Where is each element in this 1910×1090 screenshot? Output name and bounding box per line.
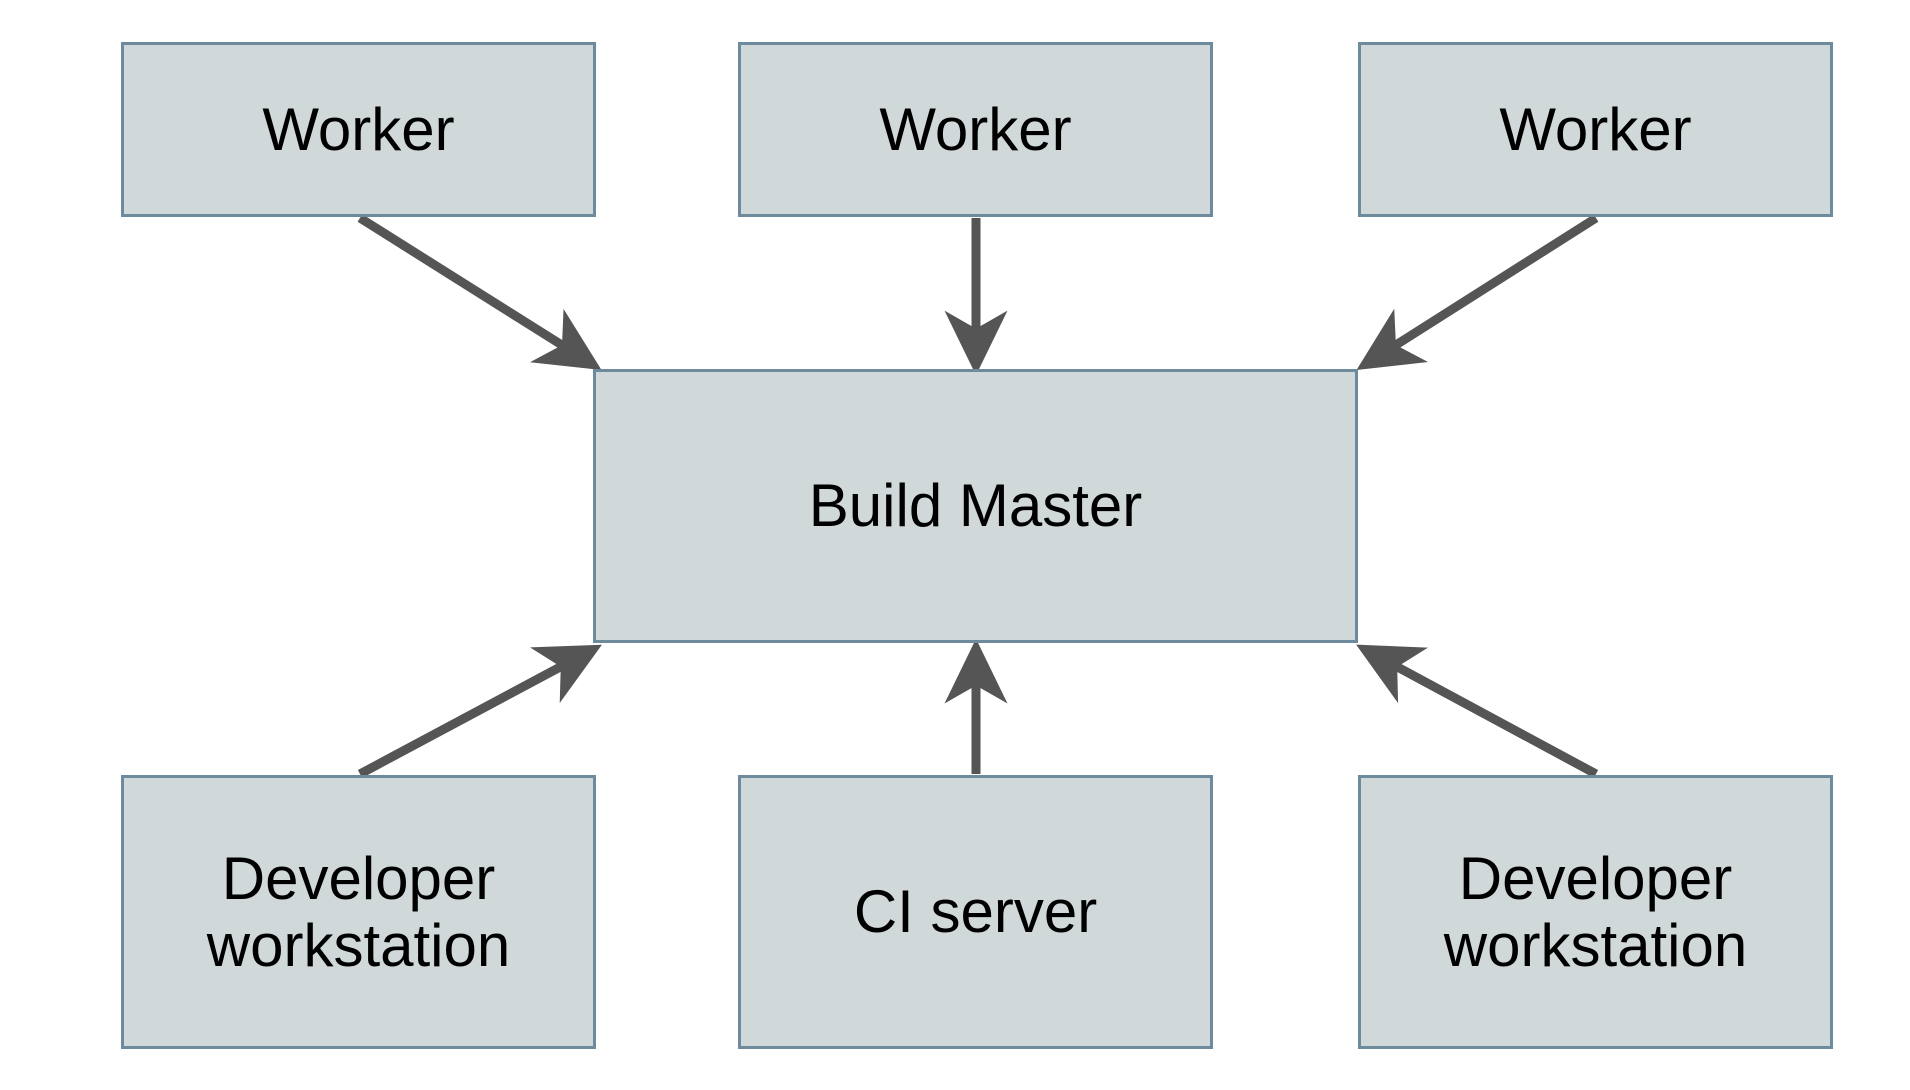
edge-dev-right-to-build-master (1356, 644, 1599, 778)
node-developer-workstation-right[interactable]: Developer workstation (1358, 775, 1833, 1049)
node-ci-server[interactable]: CI server (738, 775, 1213, 1049)
node-worker-3[interactable]: Worker (1358, 42, 1833, 217)
node-label: Build Master (808, 472, 1143, 540)
node-label: Worker (879, 95, 1072, 163)
node-label: Worker (1499, 95, 1692, 163)
edge-worker-3-to-build-master (1356, 214, 1599, 371)
node-build-master[interactable]: Build Master (593, 369, 1358, 643)
node-worker-2[interactable]: Worker (738, 42, 1213, 217)
node-developer-workstation-left[interactable]: Developer workstation (121, 775, 596, 1049)
node-label: Worker (262, 95, 455, 163)
edge-worker-1-to-build-master (357, 214, 602, 370)
node-worker-1[interactable]: Worker (121, 42, 596, 217)
node-label: Developer workstation (206, 844, 511, 979)
node-label: Developer workstation (1443, 844, 1748, 979)
node-label: CI server (853, 878, 1098, 946)
edge-dev-left-to-build-master (357, 644, 602, 778)
